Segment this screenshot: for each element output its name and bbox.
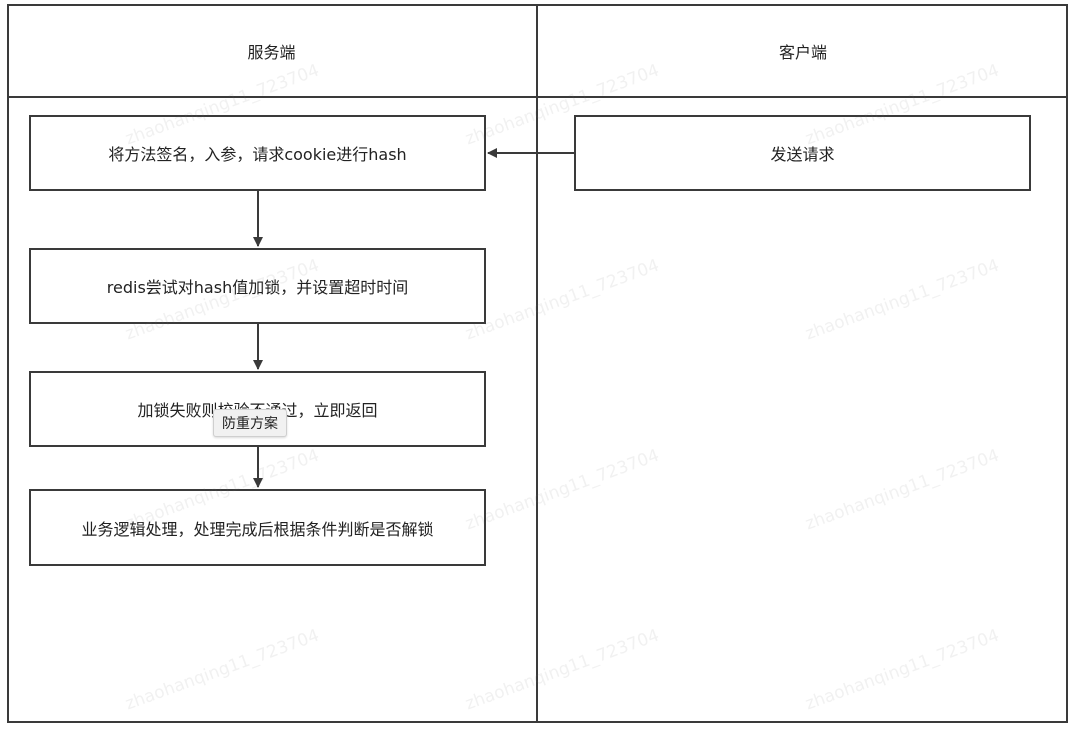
lane-title-server: 服务端 bbox=[247, 43, 296, 62]
node-redis-lock: redis尝试对hash值加锁，并设置超时时间 bbox=[29, 248, 486, 324]
lane-divider bbox=[536, 4, 538, 723]
tooltip-label: 防重方案 bbox=[213, 409, 287, 437]
node-sign-hash: 将方法签名，入参，请求cookie进行hash bbox=[29, 115, 486, 191]
node-send-request: 发送请求 bbox=[574, 115, 1031, 191]
node-business-logic: 业务逻辑处理，处理完成后根据条件判断是否解锁 bbox=[29, 489, 486, 566]
lane-title-client: 客户端 bbox=[778, 43, 827, 62]
